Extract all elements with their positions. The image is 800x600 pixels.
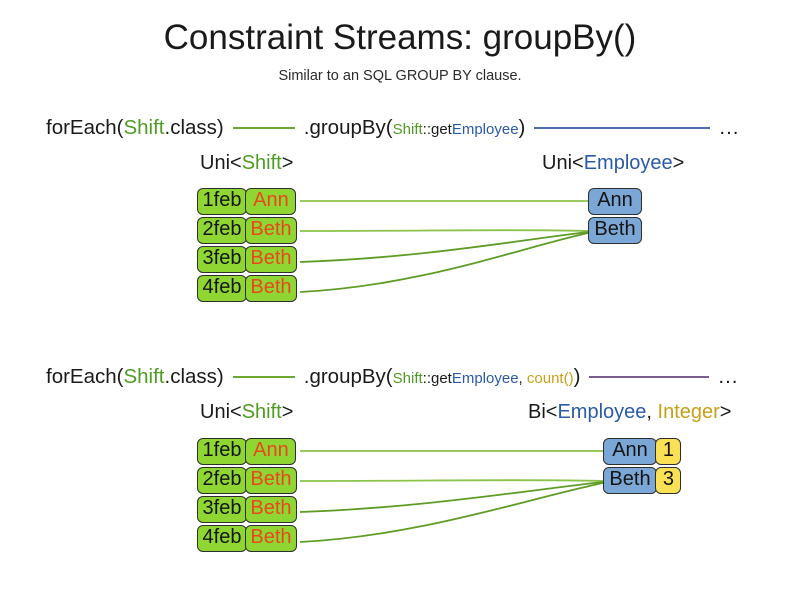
- shift-date-cell: 4feb: [197, 275, 247, 302]
- wire-group-section-1: [299, 200, 589, 232]
- generic-comma: ,: [646, 401, 658, 423]
- employee-name-cell: Beth: [603, 467, 657, 494]
- wire-4feb-beth: [299, 232, 589, 293]
- stream-type-label-left-2: Uni<Shift>: [200, 401, 293, 424]
- mapper-property: Employee: [451, 121, 519, 138]
- generic-type-2: Integer: [657, 401, 720, 423]
- wire-2feb-beth: [299, 229, 589, 232]
- table-row: Beth 3: [603, 467, 682, 494]
- generic-open: Uni<: [200, 401, 242, 423]
- code-line-groupby-key-count: forEach(Shift.class) .groupBy(Shift::get…: [0, 363, 800, 391]
- wire-group-section-2: [299, 450, 604, 482]
- generic-close: >: [719, 401, 732, 423]
- generic-type: Shift: [241, 152, 282, 174]
- generic-open: Uni<: [542, 152, 584, 174]
- shift-employee-cell: Beth: [245, 275, 297, 302]
- table-row: 3feb Beth: [197, 246, 297, 273]
- foreach-prefix: forEach(: [46, 365, 124, 388]
- table-row: 4feb Beth: [197, 275, 297, 302]
- shift-date-cell: 1feb: [197, 438, 247, 465]
- shift-employee-cell: Beth: [245, 525, 297, 552]
- shift-employee-cell: Beth: [245, 496, 297, 523]
- employee-name-cell: Ann: [603, 438, 657, 465]
- shift-fact-column-2: 1feb Ann 2feb Beth 3feb Beth 4feb Beth: [197, 438, 297, 552]
- connector-foreach-to-groupby: [232, 127, 295, 129]
- table-row: Ann 1: [603, 438, 682, 465]
- employee-count-cell: 3: [655, 467, 682, 494]
- groupby-suffix: ): [573, 365, 581, 388]
- page-subtitle: Similar to an SQL GROUP BY clause.: [278, 68, 522, 84]
- table-row: 2feb Beth: [197, 467, 297, 494]
- table-row: 2feb Beth: [197, 217, 297, 244]
- employee-count-cell: 1: [655, 438, 682, 465]
- foreach-type: Shift: [123, 365, 165, 388]
- foreach-suffix: .class): [164, 365, 224, 388]
- wire-2feb-beth-2: [299, 479, 604, 482]
- mapper-property: Employee: [451, 370, 519, 387]
- generic-type: Employee: [557, 401, 647, 423]
- foreach-expression: forEach(Shift.class): [46, 365, 224, 389]
- wire-3feb-beth-2: [299, 481, 604, 513]
- table-row: 3feb Beth: [197, 496, 297, 523]
- employee-name-cell: Beth: [588, 217, 642, 244]
- generic-type: Shift: [241, 401, 282, 423]
- foreach-suffix: .class): [164, 116, 224, 139]
- employee-count-fact-column: Ann 1 Beth 3: [603, 438, 682, 494]
- mapper-type: Shift: [392, 121, 423, 138]
- table-row: 1feb Ann: [197, 188, 297, 215]
- shift-fact-column-1: 1feb Ann 2feb Beth 3feb Beth 4feb Beth: [197, 188, 297, 302]
- shift-date-cell: 2feb: [197, 467, 247, 494]
- shift-date-cell: 3feb: [197, 246, 247, 273]
- foreach-type: Shift: [123, 116, 165, 139]
- tail-ellipsis: ...: [719, 116, 740, 139]
- generic-open: Bi<: [528, 401, 558, 423]
- mapper-comma: ,: [518, 370, 527, 387]
- shift-employee-cell: Beth: [245, 467, 297, 494]
- table-row: Beth: [588, 217, 642, 244]
- foreach-expression: forEach(Shift.class): [46, 116, 224, 140]
- groupby-suffix: ): [518, 116, 526, 139]
- connector-groupby-to-tail: [589, 376, 710, 378]
- collector-count: count(): [526, 370, 574, 387]
- code-line-groupby-key: forEach(Shift.class) .groupBy(Shift::get…: [0, 114, 800, 142]
- shift-employee-cell: Beth: [245, 217, 297, 244]
- mapper-separator: ::get: [422, 370, 452, 387]
- employee-name-cell: Ann: [588, 188, 642, 215]
- shift-date-cell: 2feb: [197, 217, 247, 244]
- shift-employee-cell: Ann: [245, 188, 297, 215]
- tail-ellipsis: ...: [718, 365, 739, 388]
- generic-close: >: [281, 401, 294, 423]
- page-title: Constraint Streams: groupBy(): [163, 18, 637, 57]
- shift-date-cell: 4feb: [197, 525, 247, 552]
- wire-4feb-beth-2: [299, 482, 604, 543]
- shift-date-cell: 3feb: [197, 496, 247, 523]
- connector-groupby-to-tail: [534, 127, 711, 129]
- stream-type-label-left-1: Uni<Shift>: [200, 152, 293, 175]
- wire-3feb-beth: [299, 231, 589, 263]
- groupby-prefix: .groupBy(: [303, 365, 393, 388]
- mapper-separator: ::get: [422, 121, 452, 138]
- stream-type-label-right-1: Uni<Employee>: [542, 152, 684, 175]
- shift-employee-cell: Beth: [245, 246, 297, 273]
- table-row: 1feb Ann: [197, 438, 297, 465]
- generic-close: >: [672, 152, 685, 174]
- employee-fact-column-1: Ann Beth: [588, 188, 642, 244]
- connector-foreach-to-groupby: [232, 376, 295, 378]
- generic-open: Uni<: [200, 152, 242, 174]
- table-row: 4feb Beth: [197, 525, 297, 552]
- mapper-type: Shift: [392, 370, 423, 387]
- foreach-prefix: forEach(: [46, 116, 124, 139]
- shift-employee-cell: Ann: [245, 438, 297, 465]
- generic-type: Employee: [583, 152, 673, 174]
- table-row: Ann: [588, 188, 642, 215]
- generic-close: >: [281, 152, 294, 174]
- shift-date-cell: 1feb: [197, 188, 247, 215]
- stream-type-label-right-2: Bi<Employee, Integer>: [528, 401, 731, 424]
- groupby-prefix: .groupBy(: [303, 116, 393, 139]
- groupby-expression: .groupBy(Shift::getEmployee, count()): [304, 365, 581, 389]
- groupby-expression: .groupBy(Shift::getEmployee): [304, 116, 526, 140]
